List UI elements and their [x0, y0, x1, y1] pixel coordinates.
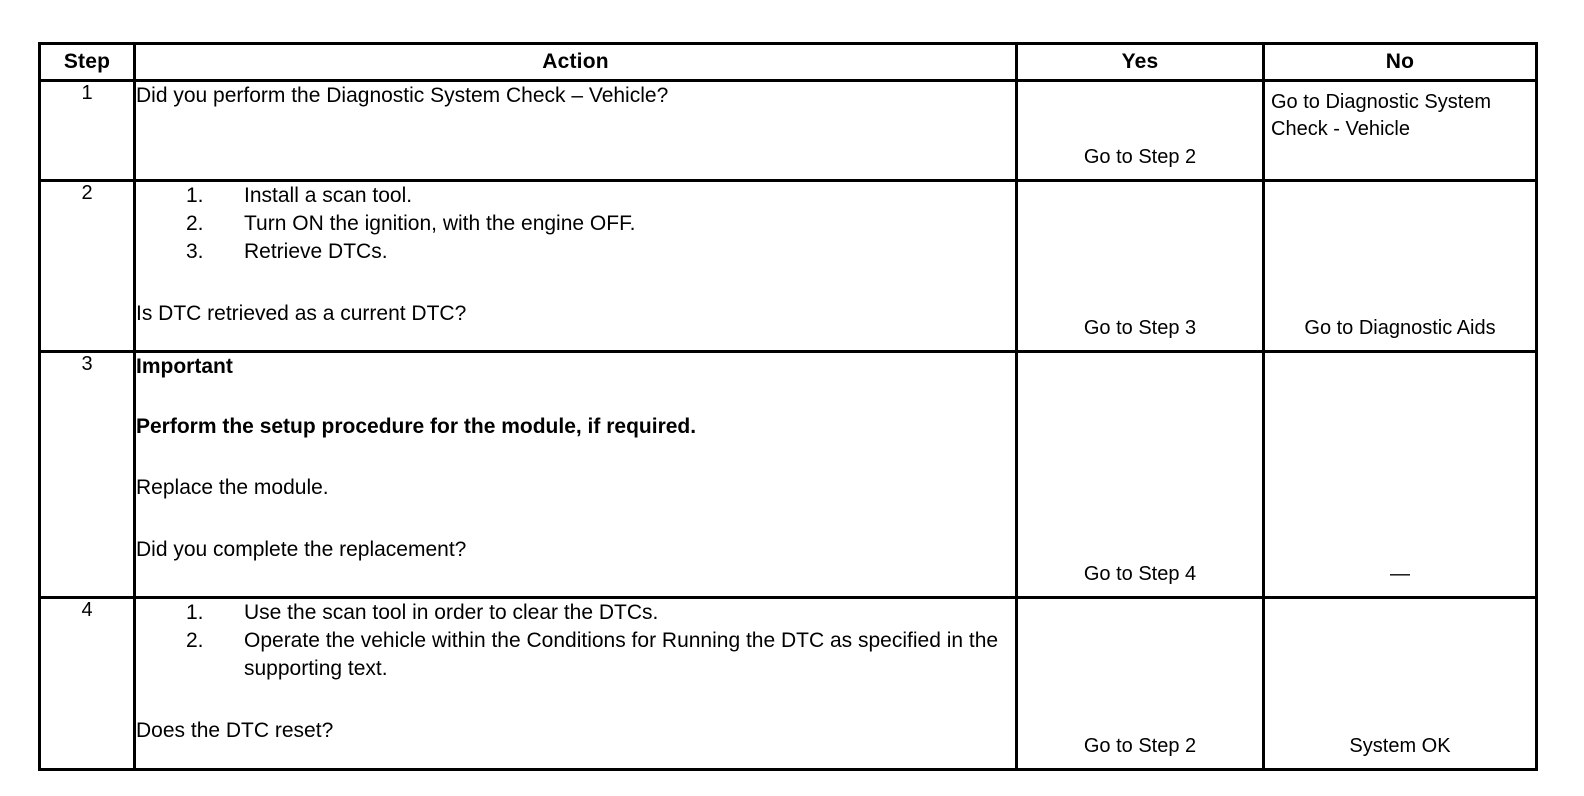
- column-header-action: Action: [133, 42, 1018, 82]
- list-item-number: 2.: [186, 628, 204, 652]
- action-lead-text: Did you perform the Diagnostic System Ch…: [136, 84, 669, 107]
- yes-cell: Go to Step 4: [1015, 350, 1265, 599]
- table-row: 1 Did you perform the Diagnostic System …: [38, 79, 1538, 182]
- spacer: [136, 440, 1015, 474]
- diagnostic-procedure-table: Step Action Yes No 1 Did you perform the…: [38, 42, 1538, 771]
- list-item-text: Operate the vehicle within the Condition…: [244, 628, 999, 680]
- yes-cell: Go to Step 3: [1015, 179, 1265, 353]
- list-item-number: 1.: [186, 601, 204, 624]
- list-item: 2. Turn ON the ignition, with the engine…: [136, 210, 1015, 238]
- action-cell: Important Perform the setup procedure fo…: [133, 350, 1018, 599]
- list-item-text: Turn ON the ignition, with the engine OF…: [244, 211, 636, 235]
- list-item-number: 2.: [186, 211, 204, 235]
- yes-answer-text: Go to Step 2: [1083, 735, 1197, 758]
- action-question-text: Is DTC retrieved as a current DTC?: [136, 301, 467, 325]
- yes-answer-text: Go to Step 4: [1083, 563, 1197, 586]
- no-cell: System OK: [1262, 596, 1538, 771]
- action-step-list: 1. Install a scan tool. 2. Turn ON the i…: [136, 182, 1015, 266]
- action-cell: 1. Use the scan tool in order to clear t…: [133, 596, 1018, 771]
- step-number-cell: 2: [38, 179, 136, 353]
- list-item-number: 3.: [186, 239, 204, 263]
- table-header-row: Step Action Yes No: [38, 42, 1538, 82]
- list-item: 1. Use the scan tool in order to clear t…: [136, 599, 1015, 627]
- no-answer-text: System OK: [1349, 735, 1451, 758]
- column-header-step: Step: [38, 42, 136, 82]
- yes-cell: Go to Step 2: [1015, 79, 1265, 182]
- important-heading: Important: [136, 355, 233, 378]
- list-item-text: Install a scan tool.: [244, 184, 413, 207]
- list-item-number: 1.: [186, 184, 204, 207]
- list-item: 3. Retrieve DTCs.: [136, 238, 1015, 266]
- yes-answer-text: Go to Step 2: [1083, 146, 1197, 169]
- yes-answer-text: Go to Step 3: [1083, 317, 1197, 340]
- action-step-list: 1. Use the scan tool in order to clear t…: [136, 599, 1015, 683]
- no-answer-text: Go to Diagnostic System Check - Vehicle: [1271, 91, 1492, 140]
- action-question-text: Does the DTC reset?: [136, 718, 334, 742]
- spacer: [136, 683, 1015, 717]
- step-number-cell: 3: [38, 350, 136, 599]
- no-answer-text: —: [1390, 563, 1410, 586]
- important-body-text: Perform the setup procedure for the modu…: [136, 414, 697, 438]
- table-row: 4 1. Use the scan tool in order to clear…: [38, 596, 1538, 771]
- action-cell: Did you perform the Diagnostic System Ch…: [133, 79, 1018, 182]
- no-cell: —: [1262, 350, 1538, 599]
- list-item-text: Retrieve DTCs.: [244, 239, 388, 263]
- table-row: 2 1. Install a scan tool. 2. Turn ON the…: [38, 179, 1538, 353]
- action-body-text: Replace the module.: [136, 476, 329, 500]
- list-item: 1. Install a scan tool.: [136, 182, 1015, 210]
- action-cell: 1. Install a scan tool. 2. Turn ON the i…: [133, 179, 1018, 353]
- no-cell: Go to Diagnostic System Check - Vehicle: [1262, 79, 1538, 182]
- spacer: [136, 502, 1015, 536]
- spacer: [136, 266, 1015, 300]
- table-row: 3 Important Perform the setup procedure …: [38, 350, 1538, 599]
- list-item: 2. Operate the vehicle within the Condit…: [136, 627, 1015, 683]
- column-header-no: No: [1262, 42, 1538, 82]
- list-item-text: Use the scan tool in order to clear the …: [244, 601, 659, 624]
- column-header-yes: Yes: [1015, 42, 1265, 82]
- yes-cell: Go to Step 2: [1015, 596, 1265, 771]
- spacer: [136, 381, 1015, 413]
- no-answer-text: Go to Diagnostic Aids: [1304, 317, 1496, 340]
- action-question-text: Did you complete the replacement?: [136, 538, 467, 562]
- step-number-cell: 1: [38, 79, 136, 182]
- no-cell: Go to Diagnostic Aids: [1262, 179, 1538, 353]
- step-number-cell: 4: [38, 596, 136, 771]
